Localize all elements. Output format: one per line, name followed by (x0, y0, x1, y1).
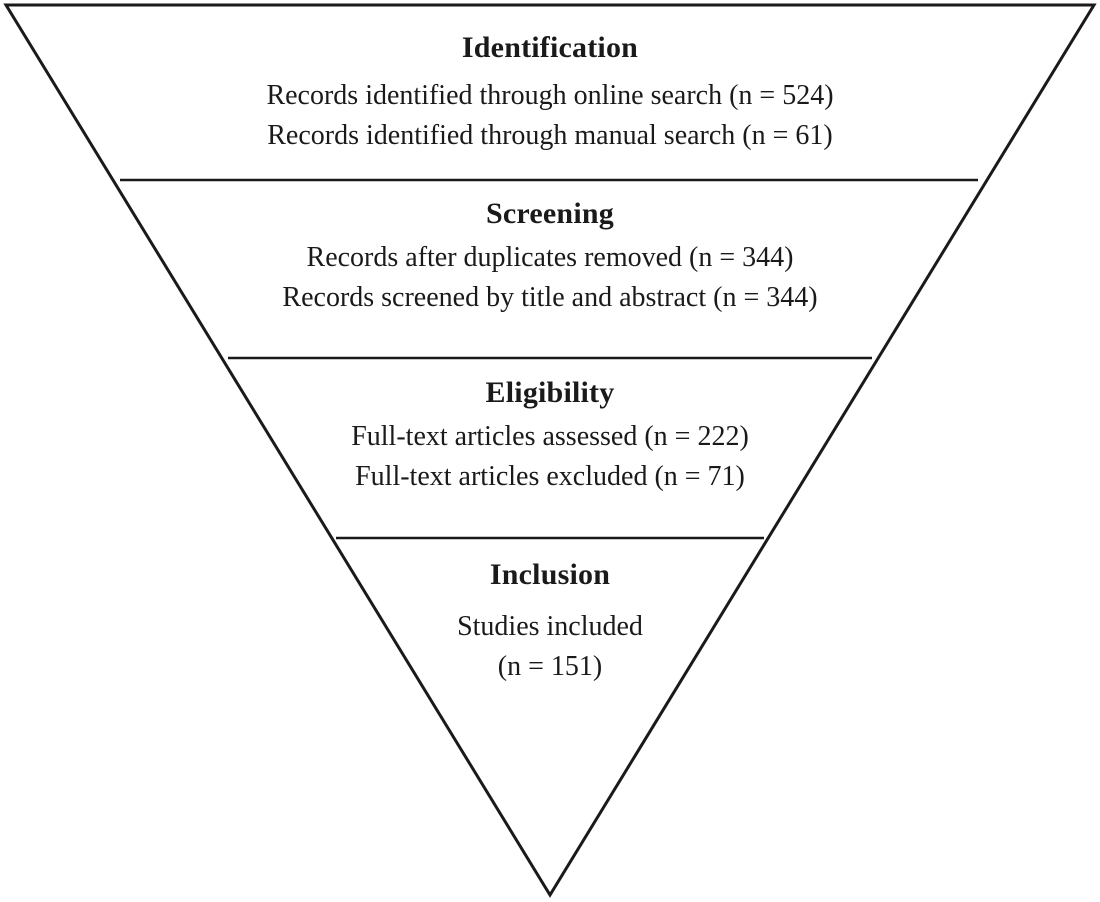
identification-line-manual-search: Records identified through manual search… (267, 120, 833, 151)
eligibility-line-assessed: Full-text articles assessed (n = 222) (351, 421, 749, 452)
section-eligibility-title: Eligibility (485, 376, 615, 409)
section-inclusion: Inclusion Studies included (n = 151) (0, 555, 1100, 687)
inclusion-line-studies-included: Studies included (457, 611, 643, 642)
section-identification-title: Identification (461, 31, 639, 64)
eligibility-line-excluded: Full-text articles excluded (n = 71) (355, 461, 745, 492)
screening-line-duplicates-removed: Records after duplicates removed (n = 34… (306, 242, 794, 273)
inverted-triangle-outline (3, 3, 1097, 898)
section-screening-title: Screening (486, 197, 614, 230)
section-identification: Identification Records identified throug… (0, 28, 1100, 156)
screening-line-title-abstract: Records screened by title and abstract (… (282, 282, 818, 313)
section-screening: Screening Records after duplicates remov… (0, 194, 1100, 318)
identification-line-online-search: Records identified through online search… (266, 80, 834, 111)
section-inclusion-title: Inclusion (489, 558, 611, 591)
section-eligibility: Eligibility Full-text articles assessed … (0, 373, 1100, 497)
inclusion-line-n-value: (n = 151) (497, 651, 603, 682)
